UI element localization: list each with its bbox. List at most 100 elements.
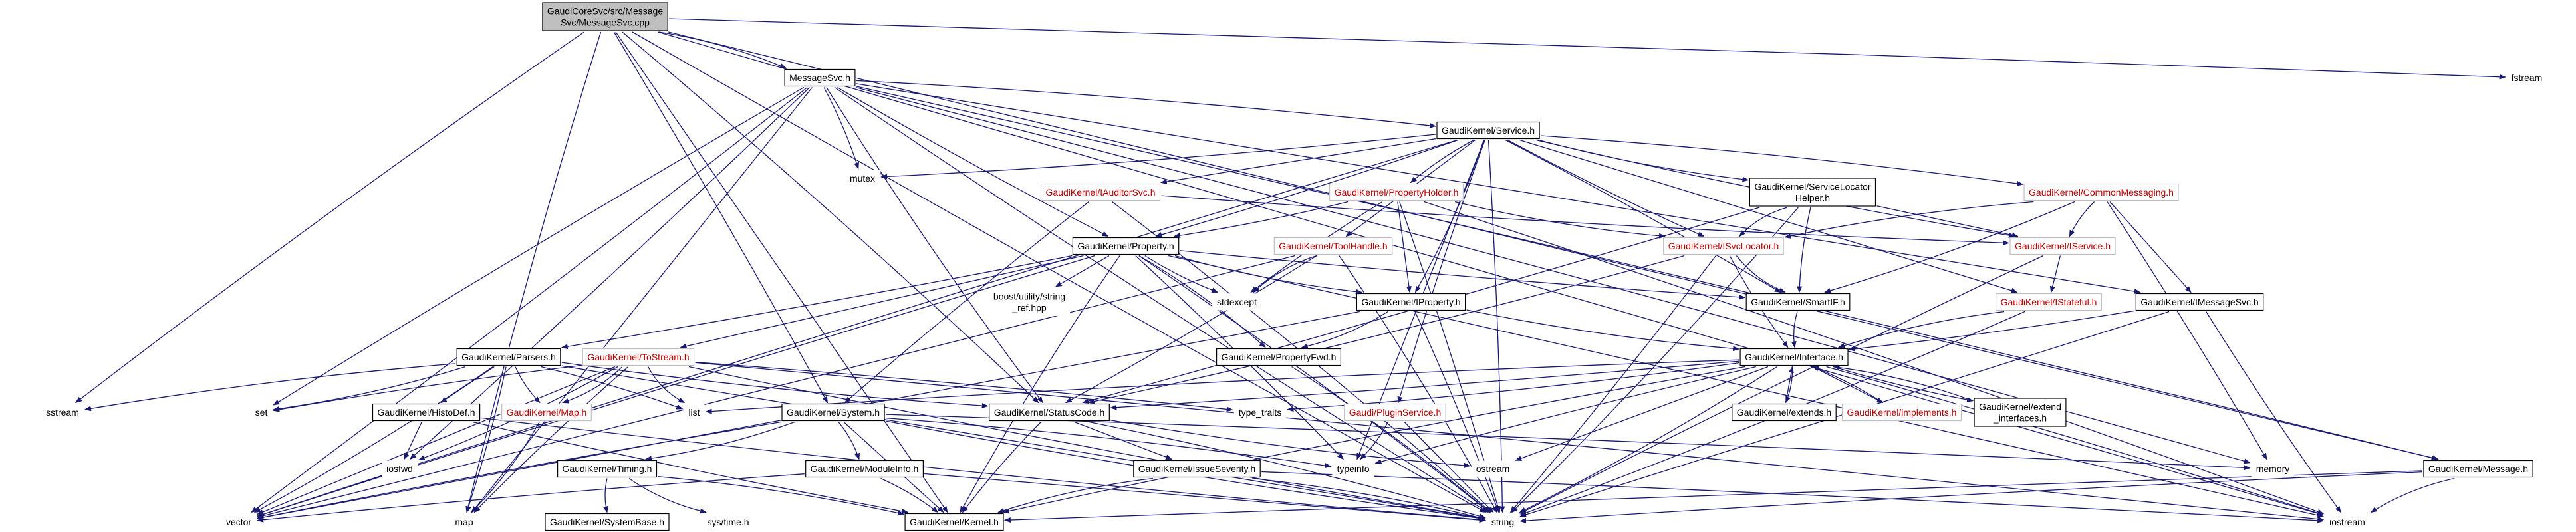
edge-msgsvc_cpp-to-string	[632, 31, 1487, 513]
node-tostream[interactable]: GaudiKernel/ToStream.h	[582, 348, 695, 366]
edge-issueseverity-to-iostream	[1261, 471, 2325, 523]
edge-moduleinfo-to-kernel_h	[880, 477, 939, 513]
node-interface_h[interactable]: GaudiKernel/Interface.h	[1739, 348, 1849, 366]
edge-extend_interfaces-to-interface_h	[1833, 364, 1974, 402]
node-sstream: sstream	[41, 404, 84, 421]
node-iosfwd: iosfwd	[382, 460, 418, 477]
node-box-type_traits	[1233, 404, 1287, 421]
node-box-property_h	[1072, 237, 1180, 255]
edge-system_h-to-memory	[885, 414, 2251, 471]
node-label-systime-line-0: sys/time.h	[707, 517, 749, 527]
node-label-boost_string-line-0: boost/utility/string	[993, 291, 1065, 302]
edge-property_h-to-vector	[257, 255, 1095, 517]
edge-moduleinfo-to-string	[924, 473, 1486, 523]
node-parsers[interactable]: GaudiKernel/Parsers.h	[456, 348, 561, 366]
node-label-imessagesvc-line-0: GaudiKernel/IMessageSvc.h	[2140, 297, 2258, 307]
node-box-systime	[702, 513, 754, 531]
edge-commonmessaging-to-iservice	[2069, 201, 2095, 237]
node-label-system_h-line-0: GaudiKernel/System.h	[787, 407, 880, 418]
node-statuscode[interactable]: GaudiKernel/StatusCode.h	[989, 403, 1110, 422]
node-gkmap[interactable]: GaudiKernel/Map.h	[501, 403, 592, 422]
node-label-servicelocatorhelper-line-0: GaudiKernel/ServiceLocator	[1754, 182, 1870, 192]
node-kernel_h[interactable]: GaudiKernel/Kernel.h	[904, 513, 1004, 531]
node-label-memory-line-0: memory	[2256, 464, 2290, 474]
edge-commonmessaging-to-memory	[2107, 201, 2267, 460]
node-label-pluginservice-line-0: Gaudi/PluginService.h	[1349, 407, 1442, 418]
edge-msgsvc_cpp-to-sstream	[75, 31, 584, 404]
edge-property_h-to-smartif	[1180, 250, 1746, 300]
node-timing[interactable]: GaudiKernel/Timing.h	[557, 460, 658, 478]
node-label-iosfwd-line-0: iosfwd	[386, 464, 413, 474]
node-issueseverity[interactable]: GaudiKernel/IssueSeverity.h	[1133, 460, 1261, 478]
node-iservice[interactable]: GaudiKernel/IService.h	[2009, 237, 2116, 255]
edge-statuscode-to-string	[1089, 421, 1486, 519]
node-iauditorsvc[interactable]: GaudiKernel/IAuditorSvc.h	[1040, 183, 1161, 201]
edge-commonmessaging-to-smartif	[1824, 201, 2075, 293]
node-imessagesvc[interactable]: GaudiKernel/IMessageSvc.h	[2135, 293, 2264, 311]
node-iproperty[interactable]: GaudiKernel/IProperty.h	[1356, 293, 1466, 311]
node-label-fstream-line-0: fstream	[2512, 72, 2543, 83]
node-box-memory	[2251, 460, 2295, 477]
node-smartif[interactable]: GaudiKernel/SmartIF.h	[1745, 293, 1851, 311]
node-label-iproperty-line-0: GaudiKernel/IProperty.h	[1361, 297, 1460, 307]
node-msgsvc_cpp[interactable]: GaudiCoreSvc/src/MessageSvc/MessageSvc.c…	[542, 2, 668, 31]
edge-service_h-to-propertyholder	[1410, 139, 1474, 184]
node-box-fstream	[2506, 69, 2547, 86]
node-box-implements	[1841, 403, 1962, 422]
node-label-propertyfwd-line-0: GaudiKernel/PropertyFwd.h	[1222, 352, 1337, 362]
node-box-pluginservice	[1344, 403, 1446, 422]
edge-pluginservice-to-typeinfo	[1359, 422, 1388, 460]
edge-msgsvc_cpp-to-iostream	[658, 31, 2325, 516]
node-label-msgsvc_cpp-line-1: Svc/MessageSvc.cpp	[561, 17, 650, 28]
edge-msgsvc_cpp-to-kernel_h	[615, 31, 948, 513]
edge-servicelocatorhelper-to-iservice	[1876, 205, 2019, 238]
node-isvclocator[interactable]: GaudiKernel/ISvcLocator.h	[1663, 237, 1784, 255]
node-box-message_h	[2423, 460, 2533, 478]
node-list: list	[684, 404, 705, 421]
node-label-sstream-line-0: sstream	[46, 407, 79, 418]
node-label-iservice-line-0: GaudiKernel/IService.h	[2015, 241, 2111, 251]
node-box-iservice	[2009, 237, 2116, 255]
node-extend_interfaces[interactable]: GaudiKernel/extend_interfaces.h	[1974, 398, 2067, 427]
node-label-toolhandle-line-0: GaudiKernel/ToolHandle.h	[1279, 241, 1387, 251]
edge-propertyholder-to-property_h	[1173, 201, 1349, 239]
node-label-istateful-line-0: GaudiKernel/IStateful.h	[2001, 297, 2097, 307]
node-moduleinfo[interactable]: GaudiKernel/ModuleInfo.h	[805, 460, 924, 478]
node-propertyfwd[interactable]: GaudiKernel/PropertyFwd.h	[1216, 348, 1341, 366]
edge-interface_h-to-list	[705, 359, 1739, 414]
node-box-list	[684, 404, 705, 421]
edge-parsers-to-statuscode	[561, 362, 989, 409]
node-istateful[interactable]: GaudiKernel/IStateful.h	[1996, 293, 2103, 311]
edge-propertyholder-to-isvclocator	[1454, 201, 1666, 239]
node-systembase[interactable]: GaudiKernel/SystemBase.h	[545, 513, 670, 531]
node-box-kernel_h	[904, 513, 1004, 531]
node-box-iproperty	[1356, 293, 1466, 311]
edge-propertyholder-to-iproperty	[1397, 201, 1412, 293]
edge-iauditorsvc-to-iservice	[1161, 195, 2009, 246]
node-box-moduleinfo	[805, 460, 924, 478]
node-msgsvc_h[interactable]: MessageSvc.h	[784, 68, 856, 87]
node-label-msgsvc_cpp-line-0: GaudiCoreSvc/src/Message	[547, 6, 664, 17]
node-propertyholder[interactable]: GaudiKernel/PropertyHolder.h	[1329, 183, 1464, 201]
node-label-moduleinfo-line-0: GaudiKernel/ModuleInfo.h	[811, 464, 919, 474]
node-histodef[interactable]: GaudiKernel/HistoDef.h	[372, 403, 481, 422]
edge-interface_h-to-statuscode	[1110, 360, 1739, 410]
edge-system_h-to-moduleinfo	[838, 422, 860, 460]
node-memory: memory	[2251, 460, 2295, 477]
node-pluginservice[interactable]: Gaudi/PluginService.h	[1344, 403, 1446, 422]
node-label-boost_string-line-1: _ref.hpp	[1011, 303, 1047, 313]
node-property_h[interactable]: GaudiKernel/Property.h	[1072, 237, 1180, 255]
edge-msgsvc_cpp-to-fstream	[669, 18, 2506, 80]
node-extends[interactable]: GaudiKernel/extends.h	[1732, 403, 1837, 422]
node-implements[interactable]: GaudiKernel/implements.h	[1841, 403, 1962, 422]
node-label-list-line-0: list	[688, 407, 700, 418]
node-toolhandle[interactable]: GaudiKernel/ToolHandle.h	[1273, 237, 1393, 255]
node-system_h[interactable]: GaudiKernel/System.h	[781, 403, 885, 422]
node-commonmessaging[interactable]: GaudiKernel/CommonMessaging.h	[2023, 183, 2179, 201]
node-message_h[interactable]: GaudiKernel/Message.h	[2423, 460, 2533, 478]
edge-tostream-to-map	[473, 366, 629, 513]
node-service_h[interactable]: GaudiKernel/Service.h	[1436, 121, 1540, 140]
node-label-string-line-0: string	[1491, 517, 1514, 527]
edge-service_h-to-iproperty	[1414, 140, 1485, 293]
